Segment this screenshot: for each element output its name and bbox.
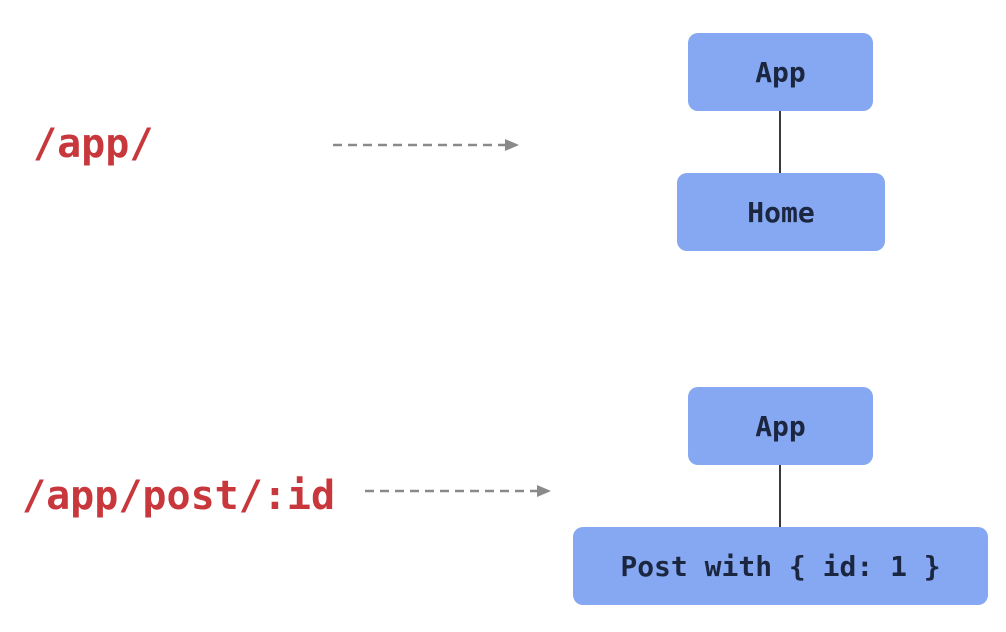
- tree-connector: [779, 111, 781, 173]
- tree-node-app: App: [688, 33, 873, 111]
- route-path-app-post-id: /app/post/:id: [22, 473, 336, 519]
- dashed-arrow-icon: [365, 485, 551, 497]
- tree-node-post: Post with { id: 1 }: [573, 527, 988, 605]
- dashed-arrow-icon: [333, 139, 519, 151]
- tree-node-home: Home: [677, 173, 885, 251]
- tree-node-app: App: [688, 387, 873, 465]
- route-path-app: /app/: [33, 121, 154, 167]
- tree-connector: [779, 465, 781, 527]
